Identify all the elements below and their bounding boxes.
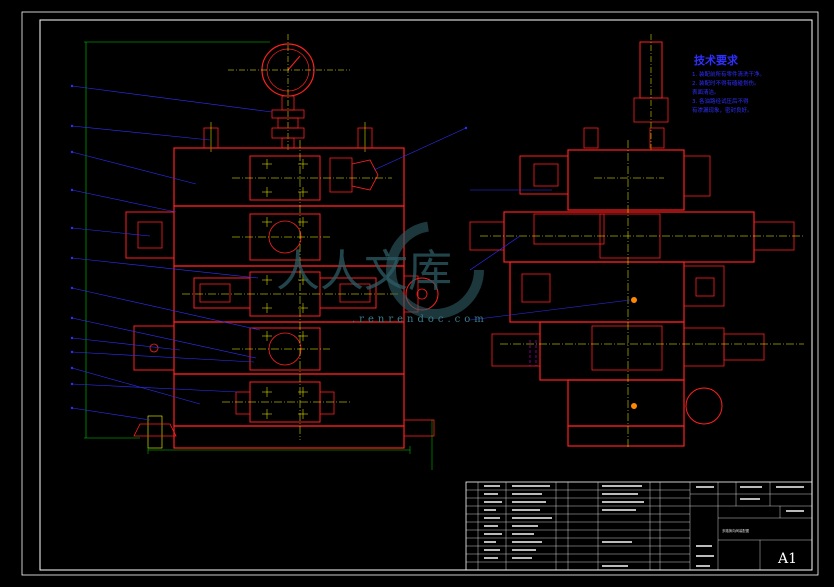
side-body-section-2 (503, 211, 755, 263)
tech-requirement-line: 表面清洁。 (692, 88, 720, 96)
tech-requirement-line: 有渗漏现象，密封良好。 (692, 106, 753, 114)
tech-requirement-line: 3. 各油路经试压后不得 (692, 97, 749, 105)
tech-requirement-line: 2. 装配时不得有磕碰划伤。 (692, 79, 760, 87)
title-block: 多路换向阀装配图 A1 (465, 481, 813, 571)
valve-base-plate (173, 425, 405, 449)
tech-requirements: 技术要求 1. 装配前所有零件清洗干净。 2. 装配时不得有磕碰划伤。 表面清洁… (692, 53, 765, 114)
valve-body-section-4 (173, 321, 405, 375)
front-view (70, 34, 468, 470)
watermark: 人人文库 .renrendoc.com (276, 221, 488, 325)
drawing-name: 多路换向阀装配图 (722, 528, 750, 533)
inner-drawing-frame (39, 19, 813, 571)
side-body-section-5 (567, 379, 685, 427)
side-body-section-4 (539, 321, 685, 381)
outer-sheet-border (21, 11, 819, 576)
watermark-url-text: .renrendoc.com (352, 314, 488, 325)
valve-body-top-section (173, 147, 405, 207)
watermark-cn-text: 人人文库 (276, 246, 452, 297)
tech-requirements-title: 技术要求 (694, 53, 739, 67)
sheet-size-label: A1 (777, 551, 797, 567)
side-body-top (567, 149, 685, 211)
side-body-section-3 (509, 261, 685, 323)
tech-requirement-line: 1. 装配前所有零件清洗干净。 (692, 70, 765, 78)
side-view (469, 34, 804, 448)
